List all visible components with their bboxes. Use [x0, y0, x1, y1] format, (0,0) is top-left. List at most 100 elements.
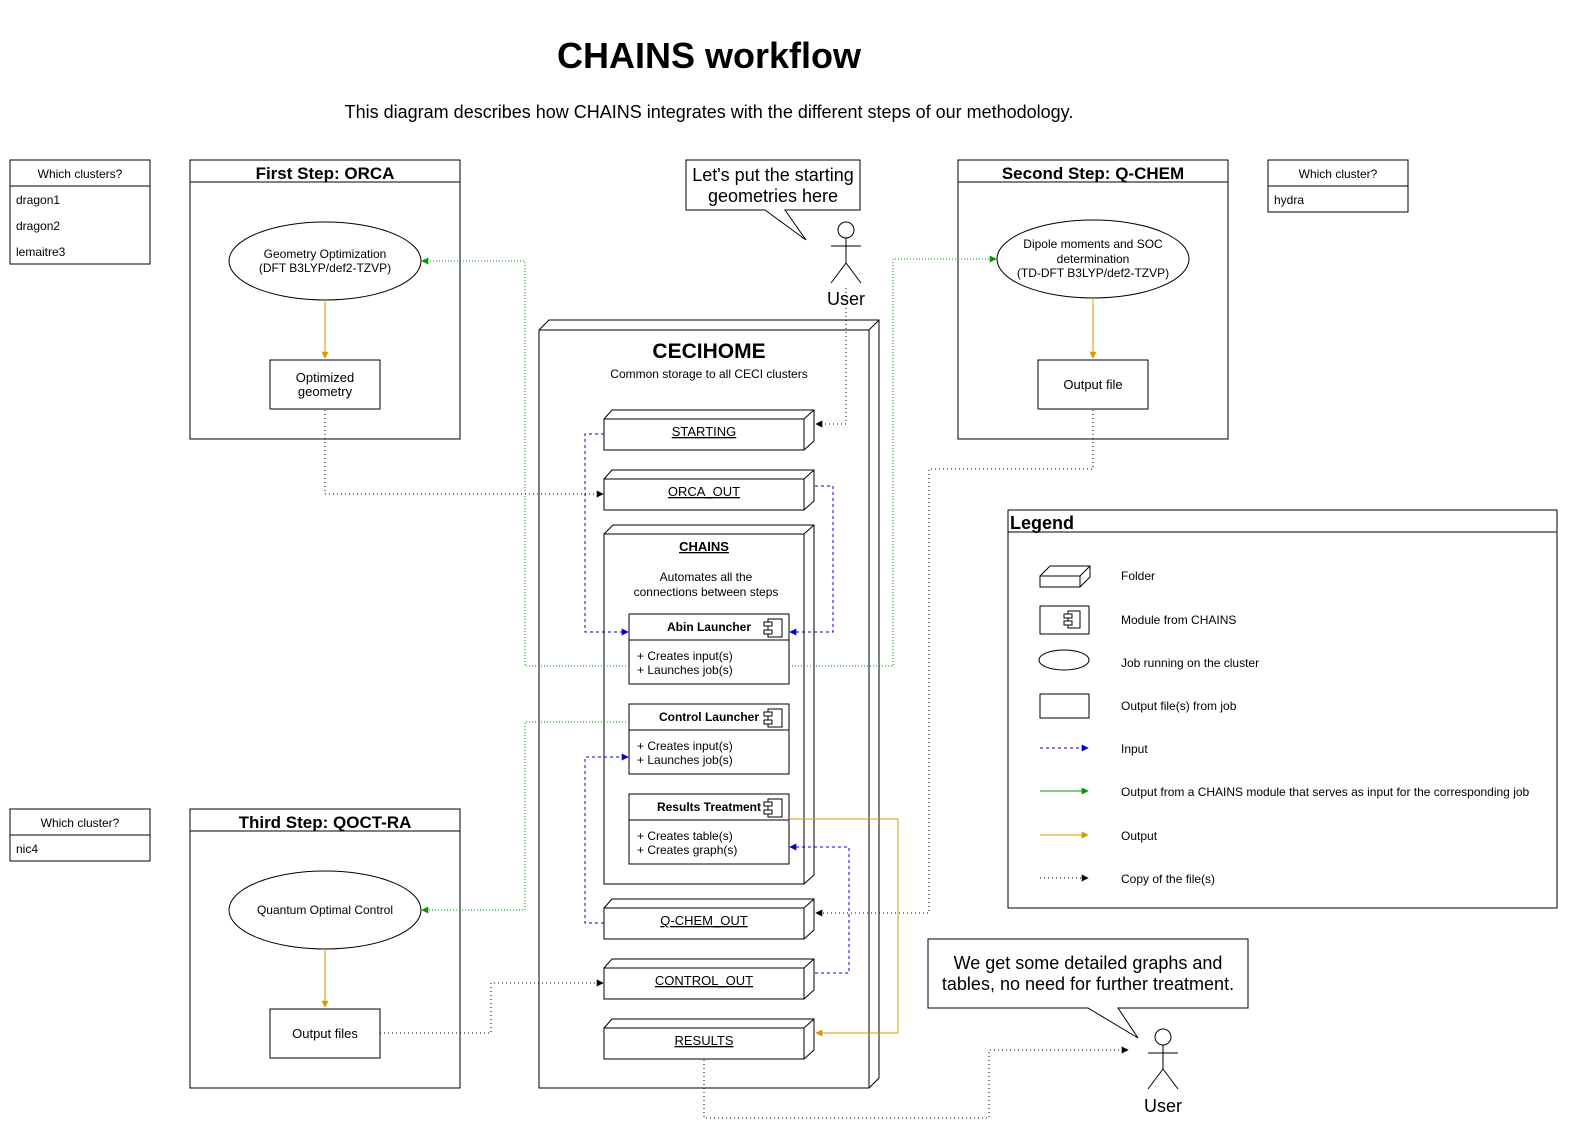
output-line: geometry — [298, 384, 353, 399]
component-icon — [763, 618, 783, 638]
connector-user-to-starting — [815, 288, 847, 428]
job-label: Quantum Optimal Control — [257, 903, 393, 917]
legend: Legend Folder Module from CHAINS Job run… — [1007, 509, 1558, 909]
module-name: Abin Launcher — [667, 620, 751, 634]
job-line: Geometry Optimization — [264, 247, 387, 261]
cecihome-subtitle: Common storage to all CECI clusters — [610, 367, 807, 381]
connector-qoct-output-to-control-out — [380, 979, 604, 1034]
legend-title: Legend — [1010, 513, 1074, 533]
legend-label: Module from CHAINS — [1121, 613, 1236, 627]
connector-results-treatment-to-results — [789, 818, 899, 1037]
legend-item-module: Module from CHAINS — [1039, 605, 1236, 635]
actor-label: User — [827, 289, 865, 309]
legend-item-folder: Folder — [1039, 565, 1155, 588]
job-line: determination — [1057, 252, 1130, 266]
folder-label: Q-CHEM_OUT — [660, 913, 747, 928]
component-icon — [763, 708, 783, 728]
module-line: + Creates graph(s) — [637, 843, 737, 857]
diagram-title: CHAINS workflow — [557, 35, 862, 76]
callout-line: Let's put the starting — [692, 165, 854, 185]
legend-item-copy: Copy of the file(s) — [1040, 872, 1215, 886]
step-title: First Step: ORCA — [256, 164, 395, 183]
cluster-table-third: Which cluster? nic4 — [9, 808, 151, 862]
callout-bottom: We get some detailed graphs and tables, … — [927, 938, 1249, 1039]
actor-label: User — [1144, 1096, 1182, 1116]
job-line: Dipole moments and SOC — [1023, 237, 1163, 251]
cluster-table-title: Which clusters? — [38, 167, 123, 181]
module-line: + Launches job(s) — [637, 753, 733, 767]
legend-label: Output — [1121, 829, 1158, 843]
folder-orca-out: ORCA_OUT — [603, 469, 815, 511]
component-icon — [763, 798, 783, 818]
legend-label: Job running on the cluster — [1121, 656, 1259, 670]
legend-item-job: Job running on the cluster — [1038, 649, 1259, 671]
legend-label: Input — [1121, 742, 1148, 756]
chains-desc-line1: Automates all the — [660, 570, 753, 584]
user-actor-top: User — [827, 221, 865, 309]
cluster-item: nic4 — [16, 842, 38, 856]
folder-control-out: CONTROL_OUT — [603, 958, 815, 1000]
module-line: + Creates input(s) — [637, 649, 733, 663]
job-line: (DFT B3LYP/def2-TZVP) — [259, 261, 391, 275]
cluster-table-second: Which cluster? hydra — [1267, 159, 1409, 213]
output-box — [269, 1008, 381, 1059]
folder-label: CONTROL_OUT — [655, 973, 753, 988]
folder-qchem-out: Q-CHEM_OUT — [603, 898, 815, 940]
connector-qchem-out-to-control — [584, 753, 629, 924]
legend-item-output-file: Output file(s) from job — [1039, 693, 1237, 719]
folder-label: STARTING — [672, 424, 737, 439]
connector-control-to-qoct-job — [421, 721, 629, 914]
step-title: Third Step: QOCT-RA — [239, 813, 412, 832]
connector-qchem-output-to-qchem-out — [815, 410, 1094, 917]
callout-line: We get some detailed graphs and — [954, 953, 1223, 973]
cluster-item: dragon1 — [16, 193, 60, 207]
legend-item-input: Input — [1040, 742, 1148, 756]
legend-label: Folder — [1121, 569, 1155, 583]
cluster-table-first: Which clusters? dragon1 dragon2 lemaitre… — [9, 159, 151, 265]
step-title: Second Step: Q-CHEM — [1002, 164, 1184, 183]
module-name: Results Treatment — [657, 800, 761, 814]
output-box — [1037, 359, 1149, 410]
module-line: + Creates input(s) — [637, 739, 733, 753]
chains-title: CHAINS — [679, 539, 729, 554]
module-name: Control Launcher — [659, 710, 759, 724]
callout-line: geometries here — [708, 186, 838, 206]
legend-item-chains-output: Output from a CHAINS module that serves … — [1040, 785, 1530, 799]
output-label: Output files — [292, 1026, 358, 1041]
chains-desc-line2: connections between steps — [634, 585, 779, 599]
cluster-table-title: Which cluster? — [41, 816, 120, 830]
user-actor-bottom: User — [1144, 1028, 1182, 1116]
cluster-item: hydra — [1274, 193, 1304, 207]
legend-label: Copy of the file(s) — [1121, 872, 1215, 886]
legend-label: Output from a CHAINS module that serves … — [1121, 785, 1530, 799]
connector-abin-to-orca-job — [421, 257, 629, 667]
folder-label: RESULTS — [675, 1033, 734, 1048]
module-abin-launcher: Abin Launcher + Creates input(s) + Launc… — [628, 613, 790, 685]
cluster-table-title: Which cluster? — [1299, 167, 1378, 181]
module-line: + Creates table(s) — [637, 829, 733, 843]
callout-top: Let's put the starting geometries here — [685, 159, 861, 241]
cluster-item: dragon2 — [16, 219, 60, 233]
step-qoct: Third Step: QOCT-RA Quantum Optimal Cont… — [189, 808, 461, 1089]
folder-results: RESULTS — [603, 1018, 815, 1060]
step-orca: First Step: ORCA Geometry Optimization (… — [189, 159, 461, 440]
module-results-treatment: Results Treatment + Creates table(s) + C… — [628, 793, 790, 865]
cluster-item: lemaitre3 — [16, 245, 66, 259]
cecihome-title: CECIHOME — [652, 340, 765, 363]
job-line: (TD-DFT B3LYP/def2-TZVP) — [1017, 266, 1169, 280]
connector-abin-to-qchem-job — [789, 255, 997, 667]
output-box — [269, 359, 381, 410]
output-line: Optimized — [296, 370, 355, 385]
connector-control-out-to-results — [789, 843, 850, 974]
output-label: Output file — [1063, 377, 1122, 392]
connector-orca-out-to-abin — [789, 485, 834, 636]
legend-item-output: Output — [1040, 829, 1158, 843]
callout-line: tables, no need for further treatment. — [942, 974, 1234, 994]
legend-label: Output file(s) from job — [1121, 699, 1237, 713]
folder-label: ORCA_OUT — [668, 484, 740, 499]
folder-starting: STARTING — [603, 409, 815, 451]
module-control-launcher: Control Launcher + Creates input(s) + La… — [628, 703, 790, 775]
module-line: + Launches job(s) — [637, 663, 733, 677]
diagram-description: This diagram describes how CHAINS integr… — [345, 102, 1074, 122]
